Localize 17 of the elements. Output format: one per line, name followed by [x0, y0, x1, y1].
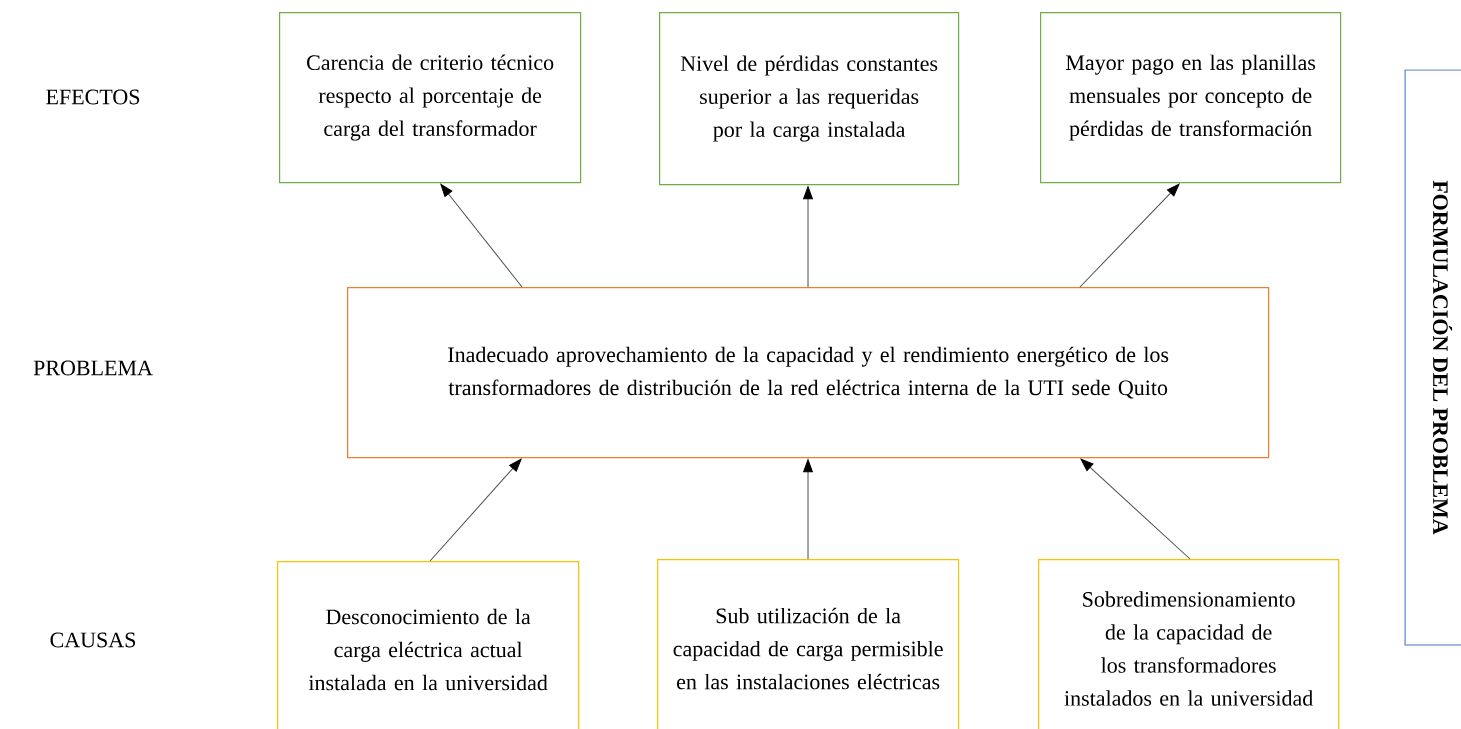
row-label: PROBLEMA — [33, 360, 153, 376]
arrow — [440, 183, 523, 288]
cause-box: Sobredimensionamiento de la capacidad de los transformadores instalados en la universidad — [1038, 559, 1340, 729]
effect-box: Carencia de criterio técnico respecto al porcentaje de carga del transformador — [279, 12, 582, 184]
row-label: EFECTOS — [46, 89, 140, 105]
arrow — [1079, 183, 1180, 288]
arrow — [429, 458, 522, 562]
arrow — [1080, 458, 1191, 560]
effect-box: Mayor pago en las planillas mensuales por concepto de pérdidas de transformación — [1040, 12, 1342, 184]
arrow — [803, 459, 813, 560]
cause-box: Sub utilización de la capacidad de carga permisible en las instalaciones eléctricas — [657, 559, 960, 729]
side-box: FORMULACIÓN DEL PROBLEMA — [1404, 69, 1461, 646]
cause-box: Desconocimiento de la carga eléctrica actual instalada en la universidad — [277, 561, 580, 729]
effect-box: Nivel de pérdidas constantes superior a las requeridas por la carga instalada — [659, 12, 960, 186]
arrow — [803, 186, 813, 288]
problem-box: Inadecuado aprovechamiento de la capacidad y el rendimiento energético de los transformadores de distribución de la red eléctrica interna de la UTI sede Quito — [347, 287, 1270, 459]
row-label: CAUSAS — [50, 632, 136, 648]
